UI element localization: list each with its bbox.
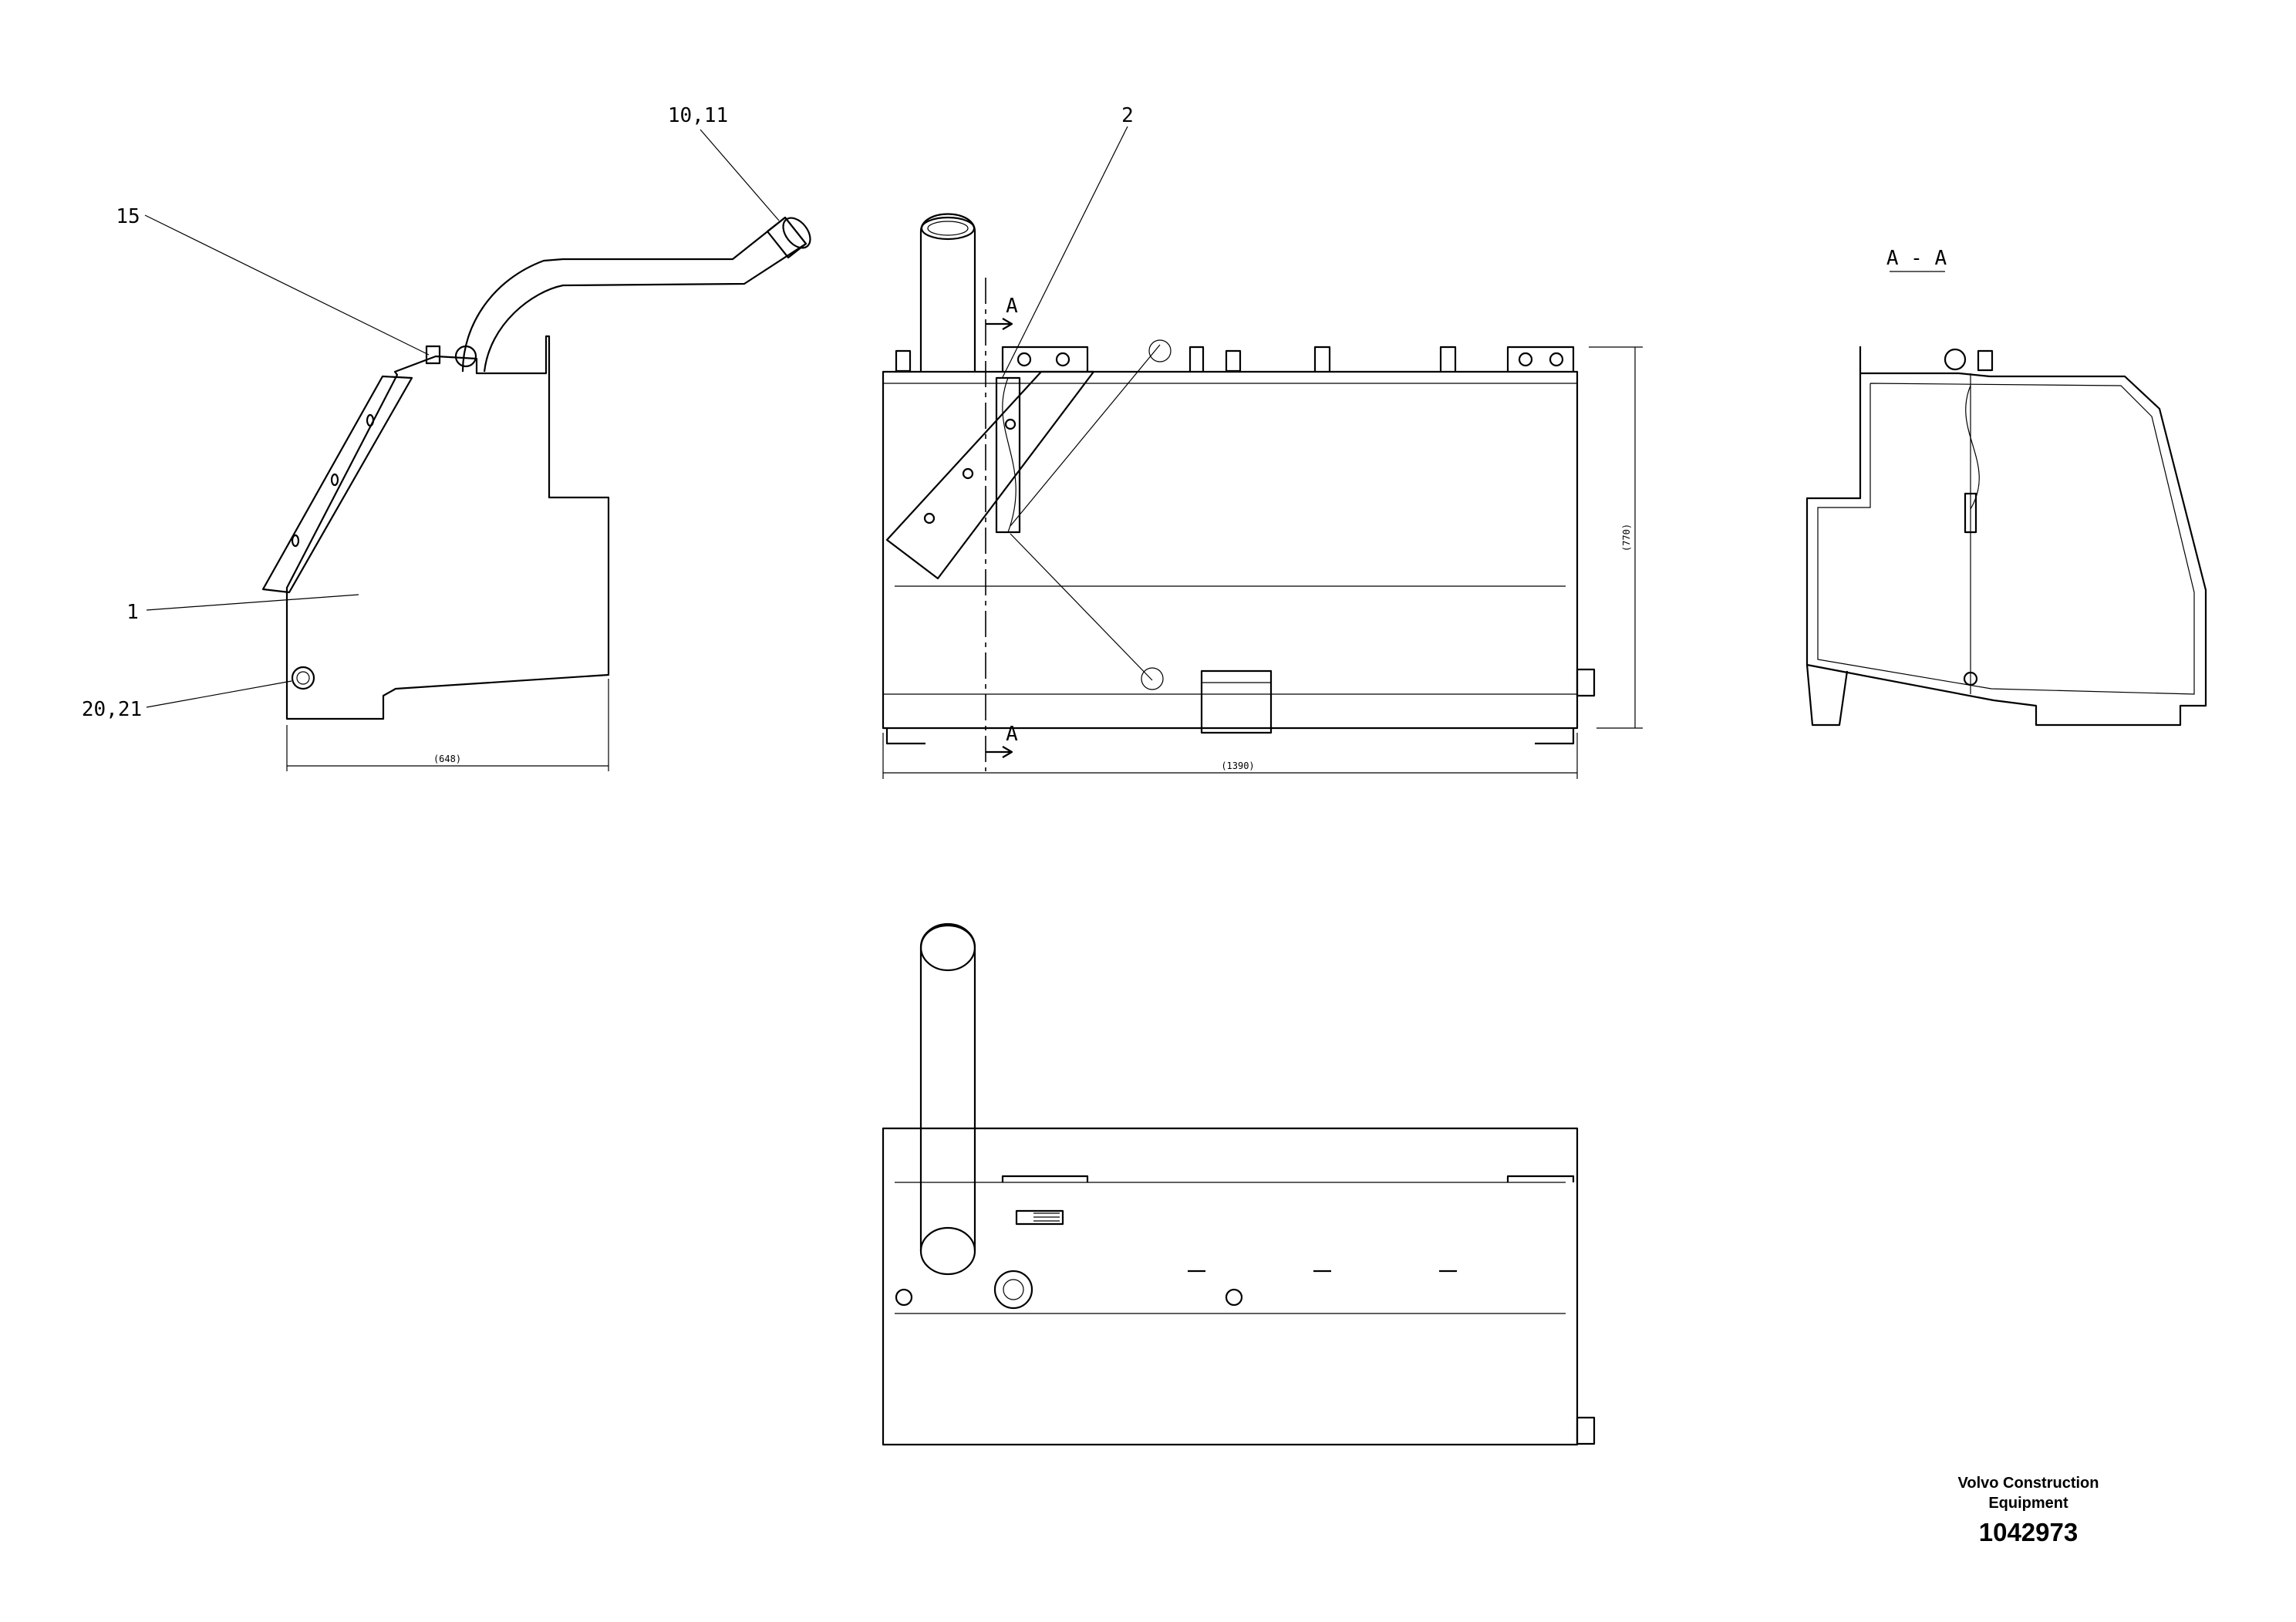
leader-2 [1002, 126, 1128, 378]
section-sender-float [1964, 492, 1977, 534]
top-nut [895, 1288, 913, 1307]
step-slot [366, 413, 375, 427]
section-inner-wall [1817, 383, 2195, 695]
front-nut [895, 349, 912, 373]
side-width-dimension: (648) [433, 754, 461, 764]
leader-15 [144, 214, 430, 356]
callout-1: 1 [126, 601, 139, 624]
section-marker-bottom: A [1006, 723, 1018, 746]
top-bracket [1506, 1175, 1575, 1182]
side-view-step-plate [261, 375, 413, 594]
step-slot [923, 512, 936, 524]
top-filler-cap [919, 922, 976, 972]
front-tab [1313, 346, 1331, 372]
front-tab [1188, 346, 1205, 372]
bracket-hole [1518, 352, 1533, 367]
filler-cap-ring [782, 217, 811, 249]
side-view-tank-outline [285, 335, 610, 720]
company-name-line1: Volvo Construction [1958, 1475, 2099, 1492]
top-sender-flange [993, 1270, 1033, 1310]
step-slot [1004, 418, 1017, 430]
front-foot [885, 728, 925, 745]
side-view-bracket-hole [454, 345, 477, 368]
section-marker-top: A [1006, 295, 1018, 318]
side-view-filler-pipe [461, 216, 807, 373]
front-bracket-left [1001, 346, 1089, 372]
callout-2: 2 [1121, 104, 1134, 127]
front-view-tank-outline [882, 370, 1579, 730]
front-step-plate [885, 370, 1095, 580]
sender-flange-inner [1003, 1279, 1024, 1300]
baffle-hole [1148, 339, 1172, 363]
front-foot [1535, 728, 1575, 745]
side-view-breather-nut [425, 345, 441, 365]
top-label-plate [1015, 1209, 1064, 1226]
step-slot [291, 534, 300, 548]
callout-15: 15 [116, 205, 140, 228]
front-view: A A (1390) (770) [882, 213, 1643, 779]
front-tab [1439, 346, 1457, 372]
front-outlet [1200, 669, 1273, 734]
section-arrow-bottom [986, 746, 1013, 758]
section-view-a-a: A - A [1805, 247, 2207, 727]
front-sender-unit [995, 376, 1021, 534]
callout-leaders [144, 126, 1128, 708]
callout-20-21: 20,21 [82, 698, 142, 721]
sender-wire [1002, 377, 1017, 533]
top-view-filler-pipe [919, 925, 976, 1251]
section-arrow-top [986, 318, 1013, 330]
top-pipe-base [919, 1226, 976, 1276]
top-bracket [1001, 1175, 1089, 1182]
leader-20-21 [146, 680, 292, 708]
section-outline [1805, 346, 2207, 727]
leader-1 [146, 594, 359, 611]
top-view-tank-outline [882, 1127, 1579, 1446]
bracket-hole [1549, 352, 1564, 367]
drain-plug-inner [296, 671, 310, 685]
section-bracket-hole [1944, 348, 1967, 371]
section-foot [1805, 664, 1849, 727]
company-name-line2: Equipment [1988, 1495, 2068, 1512]
front-view-filler-pipe [919, 213, 976, 372]
top-drain-plug [1576, 1416, 1596, 1445]
internal-baffle [1010, 344, 1161, 527]
leader-10-11 [700, 129, 780, 221]
side-view-filler-cap [766, 216, 807, 259]
top-view [882, 922, 1596, 1446]
front-height-dimension: (770) [1621, 524, 1632, 551]
callout-10-11: 10,11 [668, 104, 728, 127]
front-drain-plug [1576, 668, 1596, 697]
internal-baffle [1010, 533, 1153, 681]
top-nut [1225, 1288, 1243, 1307]
section-sender-foot [1963, 671, 1978, 686]
bracket-hole [1017, 352, 1032, 367]
side-view-drain-plug [291, 666, 315, 690]
front-nut [1225, 349, 1242, 373]
section-nut [1977, 349, 1994, 372]
front-filler-cap [920, 216, 976, 241]
bracket-hole [1055, 352, 1070, 367]
step-slot [330, 473, 339, 487]
title-block: Volvo Construction Equipment 1042973 [1958, 1475, 2099, 1546]
section-sender-wire [1965, 385, 1980, 510]
front-bracket-right [1506, 346, 1575, 372]
front-width-dimension: (1390) [1221, 760, 1254, 771]
section-title: A - A [1886, 247, 1947, 270]
baffle-hole [1141, 667, 1164, 690]
front-filler-cap-inner [927, 221, 969, 236]
drawing-number: 1042973 [1979, 1518, 2078, 1546]
step-slot [962, 467, 974, 480]
side-view: (648) [261, 216, 811, 771]
